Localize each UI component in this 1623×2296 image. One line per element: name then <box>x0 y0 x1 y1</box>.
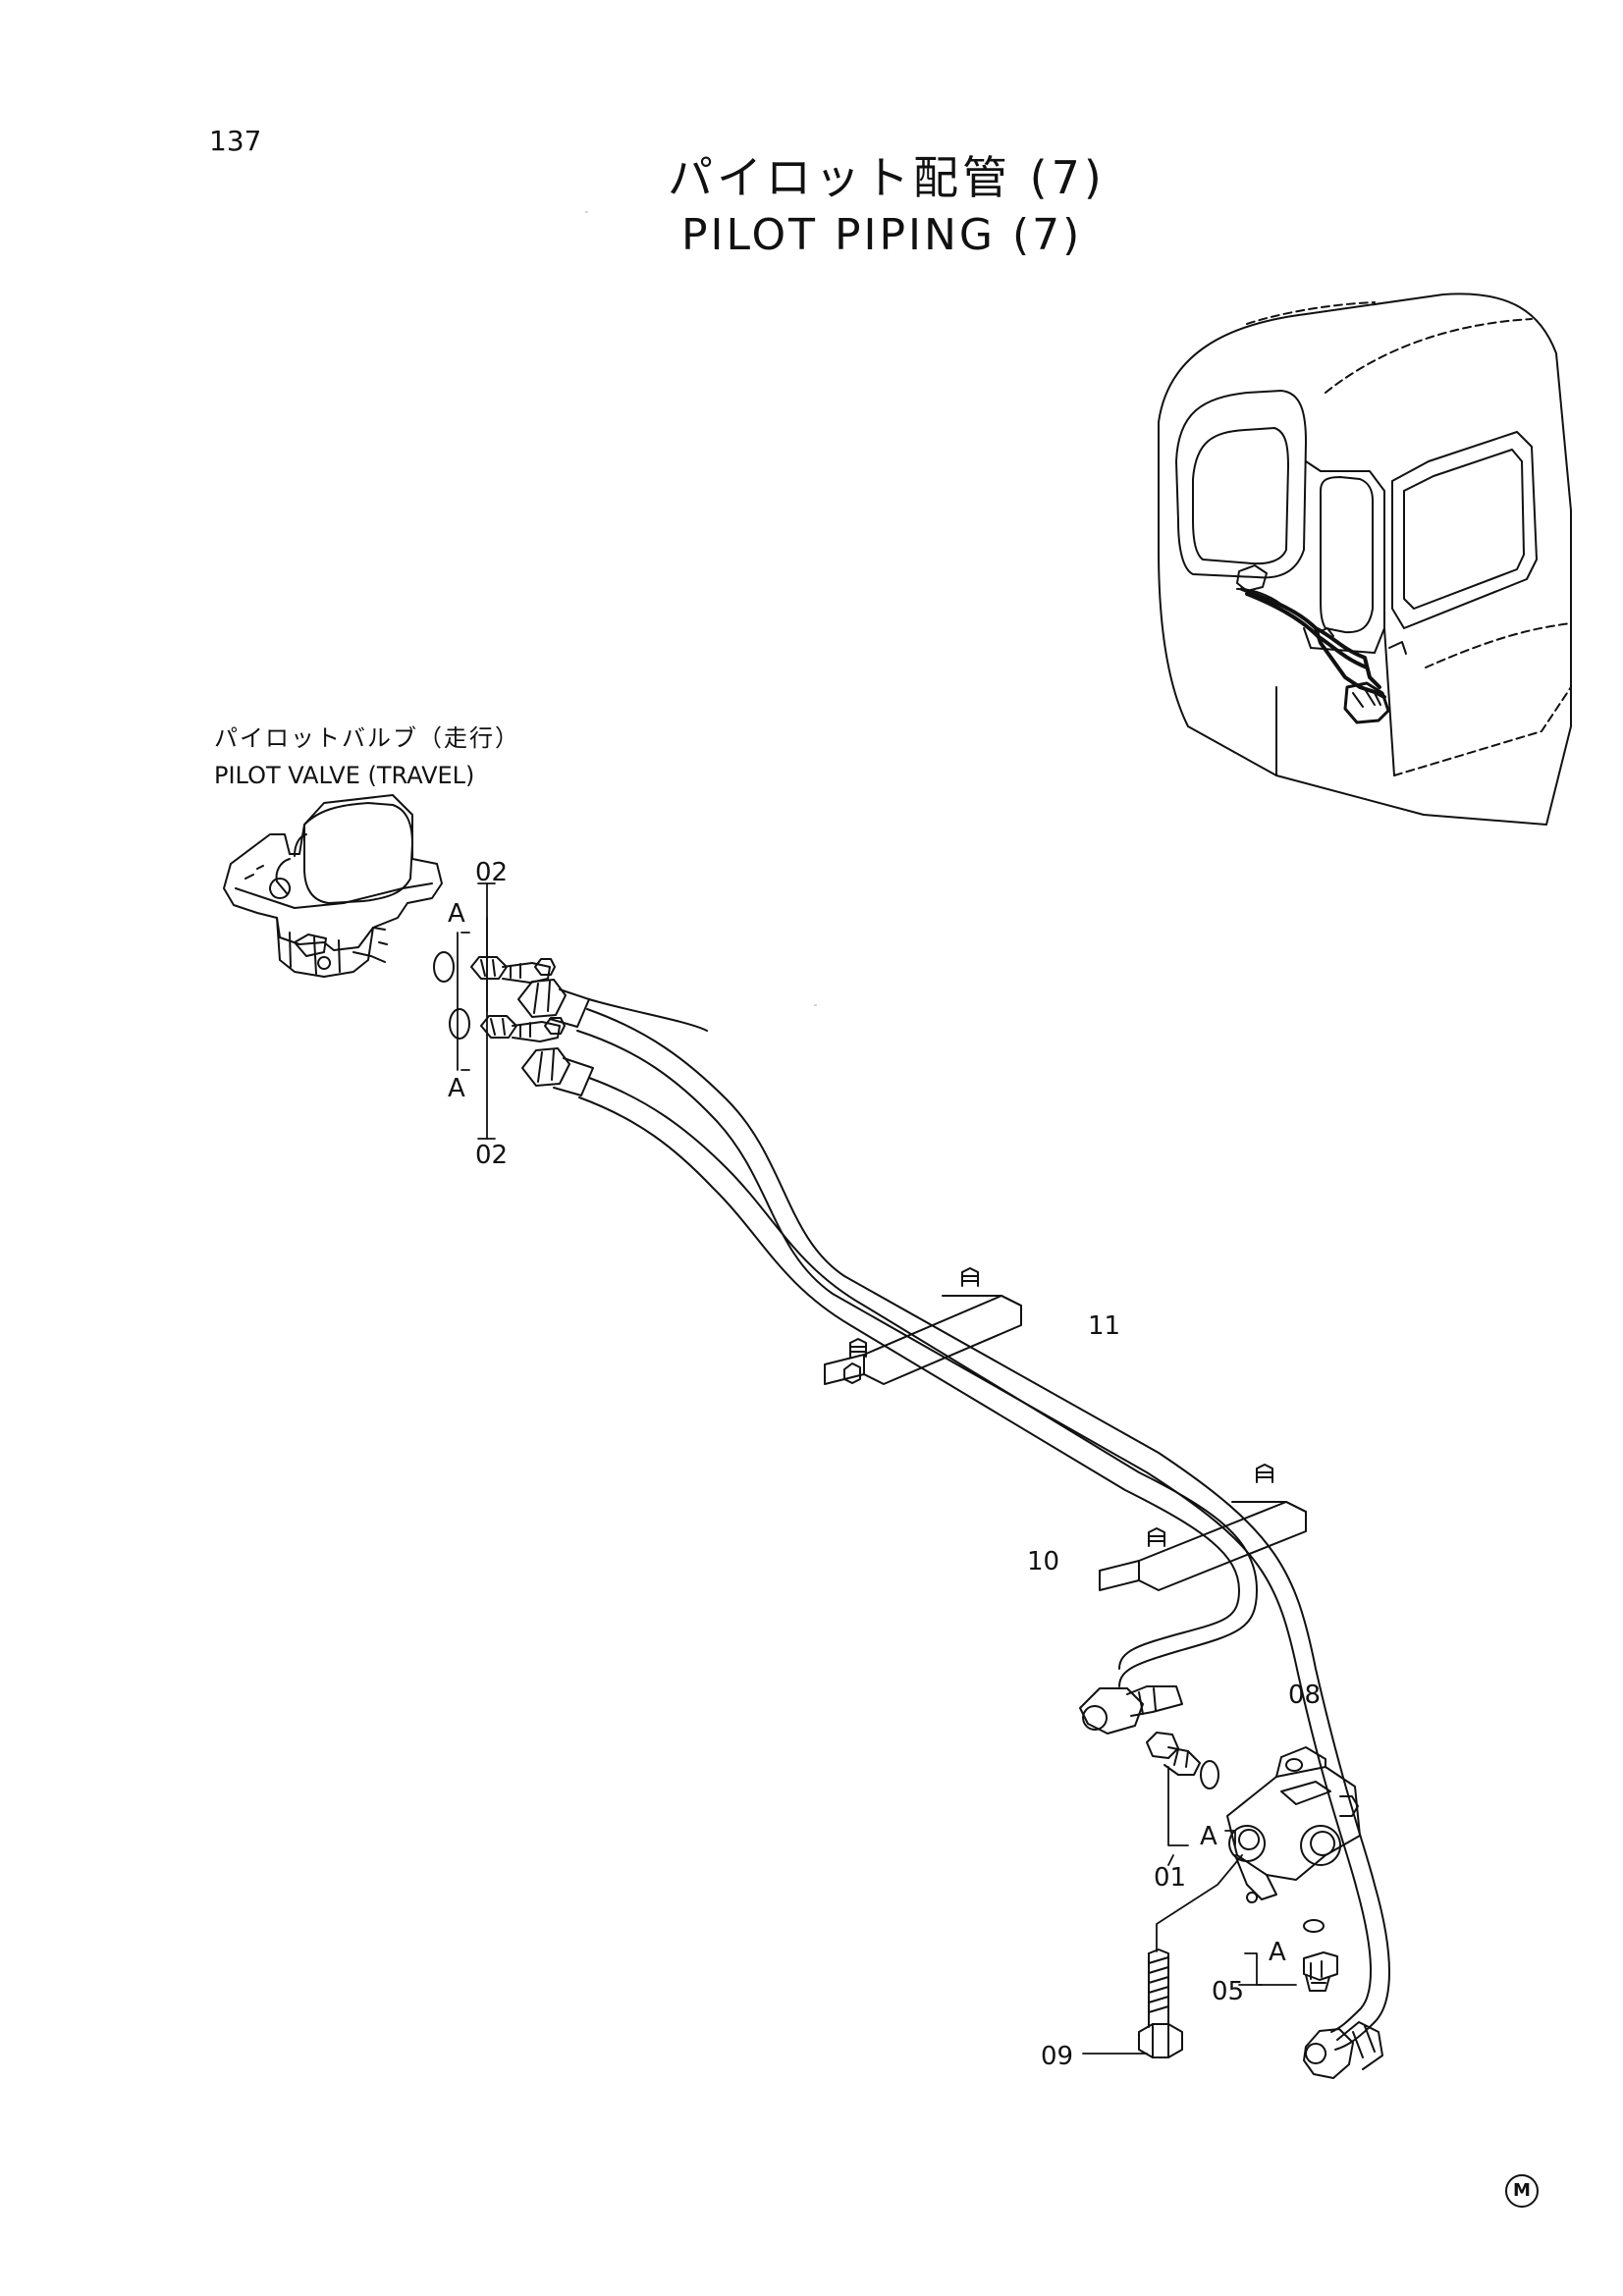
callout-01: 01 <box>1154 1863 1187 1893</box>
callout-a-bottom: A <box>448 1074 465 1103</box>
adapter-01 <box>1146 1732 1219 1789</box>
callout-brackets <box>457 882 1297 2055</box>
hose-fittings-valve-end <box>517 979 708 1096</box>
valve-block-08 <box>1226 1746 1361 1903</box>
hose-10-elbow-fitting <box>1079 1685 1183 1735</box>
page-number: 137 <box>209 125 262 157</box>
adapter-02-upper <box>433 951 556 984</box>
adapter-02-lower <box>449 1008 566 1042</box>
pilot-valve-label-japanese: パイロットバルブ（走行） <box>214 724 520 752</box>
hose-11-elbow-fitting <box>1303 2021 1383 2079</box>
callout-a-top: A <box>448 899 465 929</box>
pilot-valve-label-english: PILOT VALVE (TRAVEL) <box>214 762 475 789</box>
callout-a-block: A <box>1200 1822 1217 1851</box>
maker-mark-icon: M <box>1505 2174 1539 2208</box>
mounting-bracket-lower <box>1099 1464 1307 1591</box>
page-title-japanese: パイロット配管 (7) <box>668 151 1106 204</box>
cab-inset-illustration <box>1158 293 1572 826</box>
callout-02-top: 02 <box>475 858 509 887</box>
adapter-05 <box>1303 1919 1338 1992</box>
pilot-valve-body <box>223 794 443 978</box>
bolt-09 <box>1138 1949 1183 2058</box>
mounting-bracket-upper <box>824 1267 1022 1385</box>
callout-10: 10 <box>1027 1547 1060 1576</box>
callout-05: 05 <box>1212 1977 1245 2006</box>
callout-a-05: A <box>1269 1938 1286 1967</box>
callout-11: 11 <box>1088 1311 1121 1341</box>
hose-11 <box>576 1008 1390 2051</box>
callout-02-bottom: 02 <box>475 1141 509 1170</box>
hose-10 <box>578 1077 1258 1687</box>
page-title-english: PILOT PIPING (7) <box>681 210 1083 260</box>
callout-09: 09 <box>1041 2042 1074 2071</box>
